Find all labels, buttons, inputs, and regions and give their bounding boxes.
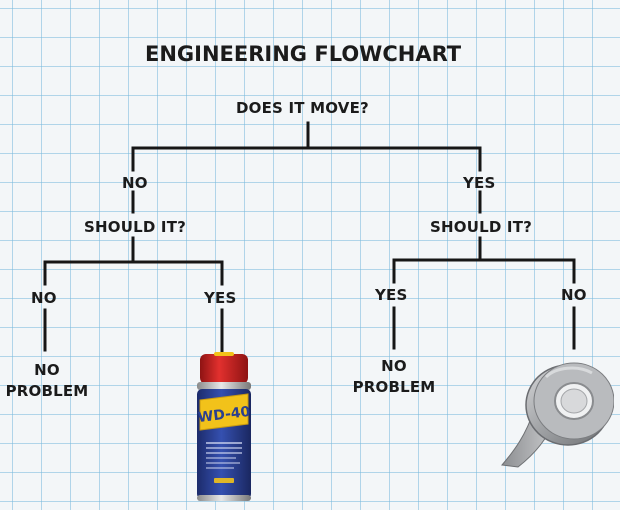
duct-tape-image — [501, 362, 614, 468]
right-question: SHOULD IT? — [430, 218, 533, 236]
left-no-result: NO PROBLEM — [5, 361, 89, 400]
right-answer-yes: YES — [463, 174, 496, 192]
left-question: SHOULD IT? — [84, 218, 187, 236]
root-question: DOES IT MOVE? — [236, 99, 369, 117]
right-yes-result: NO PROBLEM — [352, 357, 436, 396]
wd40-brand-text: WD-40 — [197, 404, 251, 426]
wd40-can-image: WD-40 — [197, 352, 251, 501]
left-answer-no: NO — [122, 174, 148, 192]
right-yes-answer: YES — [375, 286, 408, 304]
right-no-answer: NO — [561, 286, 587, 304]
chart-title: ENGINEERING FLOWCHART — [145, 42, 462, 66]
left-no-answer: NO — [31, 289, 57, 307]
left-yes-answer: YES — [204, 289, 237, 307]
